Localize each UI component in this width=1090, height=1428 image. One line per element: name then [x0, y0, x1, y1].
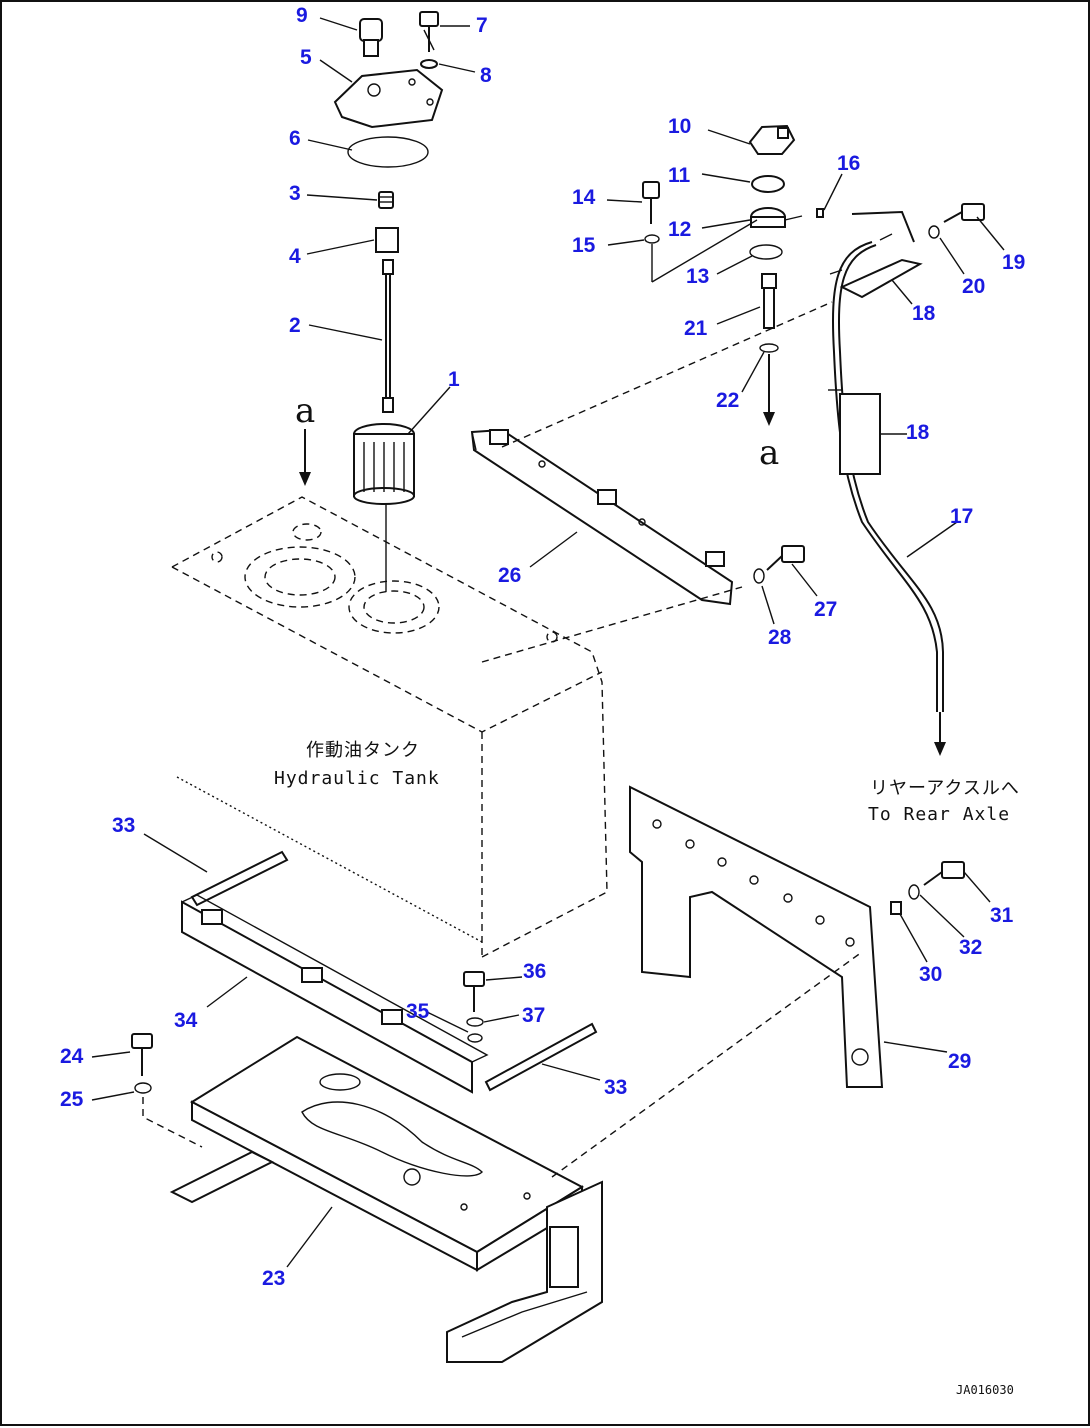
callout-21: 21 — [684, 317, 708, 340]
callout-34: 34 — [174, 1009, 198, 1032]
tank-label-jp: 作動油タンク — [306, 740, 420, 761]
callout-17: 17 — [950, 505, 973, 528]
part-12-adapter — [750, 207, 803, 228]
part-13-gasket — [749, 244, 783, 260]
mount-line-26 — [501, 301, 833, 448]
callout-36: 36 — [523, 960, 546, 983]
callout-7: 7 — [476, 14, 488, 37]
part-5-cover — [333, 68, 444, 129]
callout-23: 23 — [262, 1267, 285, 1290]
part-24-bolt — [131, 1033, 153, 1076]
part-21-pipe — [761, 273, 777, 329]
part-2-rod — [382, 259, 394, 413]
callout-25: 25 — [60, 1088, 84, 1111]
callout-14: 14 — [572, 186, 596, 209]
rear-axle-label-en: To Rear Axle — [868, 804, 1010, 825]
callout-19: 19 — [1002, 251, 1025, 274]
part-33-rod-lower — [484, 1022, 598, 1092]
rear-axle-label-jp: リヤーアクスルへ — [870, 778, 1020, 799]
part-32-washer — [908, 884, 920, 900]
part-26-bracket — [470, 428, 734, 606]
part-20-washer — [928, 225, 940, 239]
part-36-bolt — [463, 971, 485, 1012]
callout-15: 15 — [572, 234, 596, 257]
part-16-fitting — [816, 208, 824, 218]
callout-18-lower: 18 — [906, 421, 930, 444]
view-a-arrow-right — [763, 354, 775, 426]
hydraulic-tank — [171, 496, 608, 958]
part-30-spacer — [890, 901, 902, 915]
part-28-washer — [753, 568, 765, 584]
callout-9: 9 — [296, 4, 308, 27]
part-10-cap — [748, 124, 796, 155]
part-15-washer — [644, 234, 660, 244]
part-34-rail — [181, 894, 489, 1094]
part-23-frame — [169, 1035, 603, 1363]
callout-10: 10 — [668, 115, 691, 138]
callout-22: 22 — [716, 389, 739, 412]
part-33-rod-upper — [190, 850, 289, 907]
part-22-washer — [759, 343, 779, 353]
view-a-label-right: a — [759, 433, 779, 473]
part-7-bolt — [419, 11, 439, 52]
callout-13: 13 — [686, 265, 709, 288]
view-a-arrow-left — [299, 429, 311, 486]
callout-12: 12 — [668, 218, 691, 241]
callout-8: 8 — [480, 64, 492, 87]
callout-28: 28 — [768, 626, 792, 649]
callout-30: 30 — [919, 963, 942, 986]
callout-2: 2 — [289, 314, 301, 337]
part-18-clamp-upper — [829, 233, 923, 299]
callout-24: 24 — [60, 1045, 84, 1068]
callout-16: 16 — [837, 152, 860, 175]
callout-1: 1 — [448, 368, 460, 391]
part-19-bolt — [943, 203, 985, 223]
drawing-code: JA016030 — [956, 1383, 1014, 1397]
callout-37: 37 — [522, 1004, 545, 1027]
part-6-gasket — [347, 136, 429, 168]
part-17-hose — [831, 210, 946, 756]
callout-33-upper: 33 — [112, 814, 135, 837]
callout-33-lower: 33 — [604, 1076, 627, 1099]
callout-32: 32 — [959, 936, 982, 959]
leader-lines — [91, 17, 1005, 1268]
part-18-clamp-lower — [828, 389, 881, 475]
callout-31: 31 — [990, 904, 1014, 927]
callout-11: 11 — [668, 164, 691, 187]
callout-3: 3 — [289, 182, 301, 205]
part-11-plug — [751, 175, 785, 193]
mount-line-25 — [142, 1097, 203, 1148]
part-3-spring — [378, 191, 394, 209]
callout-26: 26 — [498, 564, 521, 587]
callout-4: 4 — [289, 245, 301, 268]
part-35-washer — [467, 1033, 483, 1043]
part-37-washer — [466, 1017, 484, 1027]
mount-line-29 — [551, 951, 863, 1178]
tank-label-en: Hydraulic Tank — [274, 768, 440, 789]
part-29-cover — [629, 785, 884, 1088]
part-4-bracket — [375, 227, 399, 253]
callout-35: 35 — [406, 1000, 430, 1023]
callout-5: 5 — [300, 46, 312, 69]
part-14-bolt — [642, 181, 660, 224]
part-1-strainer — [353, 423, 415, 592]
part-27-bolt — [766, 545, 805, 571]
callout-18-upper: 18 — [912, 302, 936, 325]
view-a-label-left: a — [295, 391, 315, 431]
mount-line-tank — [481, 586, 743, 663]
callout-27: 27 — [814, 598, 837, 621]
callout-20: 20 — [962, 275, 985, 298]
part-25-washer — [134, 1082, 152, 1094]
part-9-breather — [359, 18, 383, 57]
part-8-washer — [420, 59, 438, 69]
callout-29: 29 — [948, 1050, 971, 1073]
callout-6: 6 — [289, 127, 301, 150]
part-31-bolt — [923, 861, 965, 886]
